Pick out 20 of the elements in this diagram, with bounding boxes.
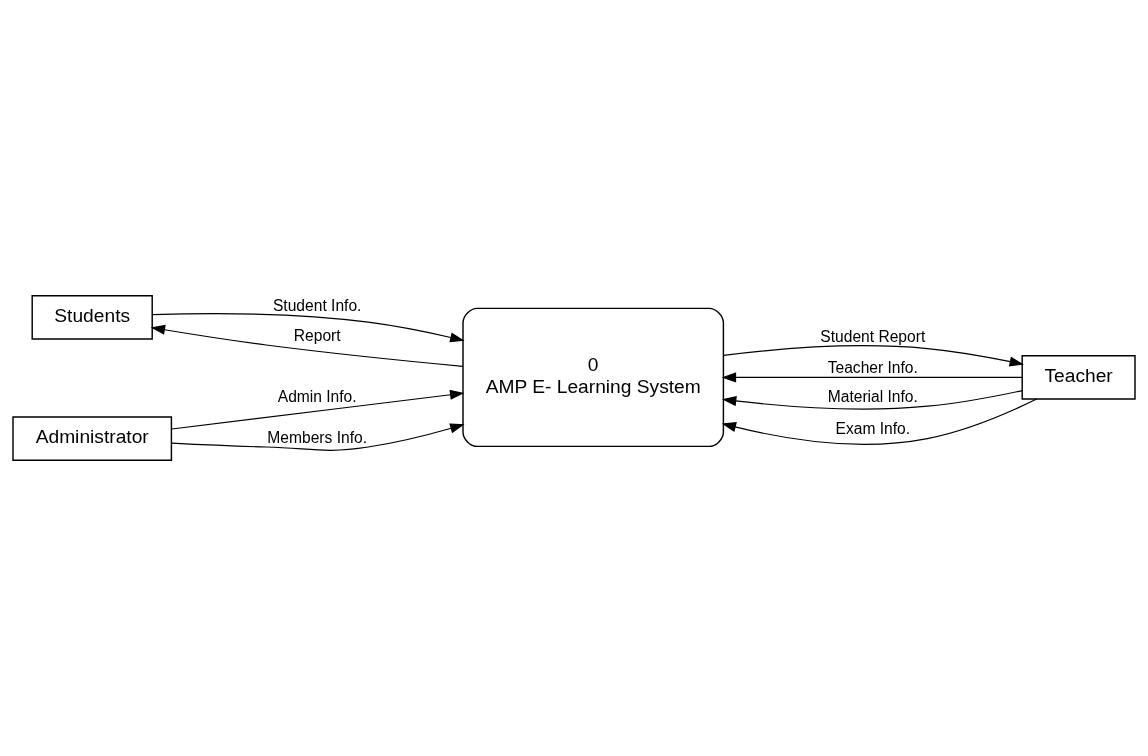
arrow	[171, 423, 465, 451]
node-box: Students	[31, 295, 153, 340]
arrow	[721, 372, 1023, 383]
arrow	[721, 398, 1038, 445]
edge-label: Admin Info.	[277, 387, 357, 405]
edge-label: Teacher Info.	[827, 359, 918, 377]
arrow	[150, 324, 464, 367]
arrow	[171, 389, 465, 430]
edge-label: Report	[293, 326, 341, 344]
edge-label: Student Report	[820, 327, 926, 345]
edge-label: Student Info.	[272, 296, 362, 314]
node-box: Administrator	[12, 416, 173, 461]
arrow	[152, 313, 465, 343]
node-box: Teacher	[1021, 355, 1136, 400]
node-box: 0 AMP E- Learning System	[462, 307, 725, 448]
edge-label: Exam Info.	[835, 420, 911, 438]
edge-label: Material Info.	[827, 387, 918, 405]
arrow	[721, 390, 1023, 410]
arrow	[723, 345, 1024, 367]
edge-label: Members Info.	[267, 428, 368, 446]
